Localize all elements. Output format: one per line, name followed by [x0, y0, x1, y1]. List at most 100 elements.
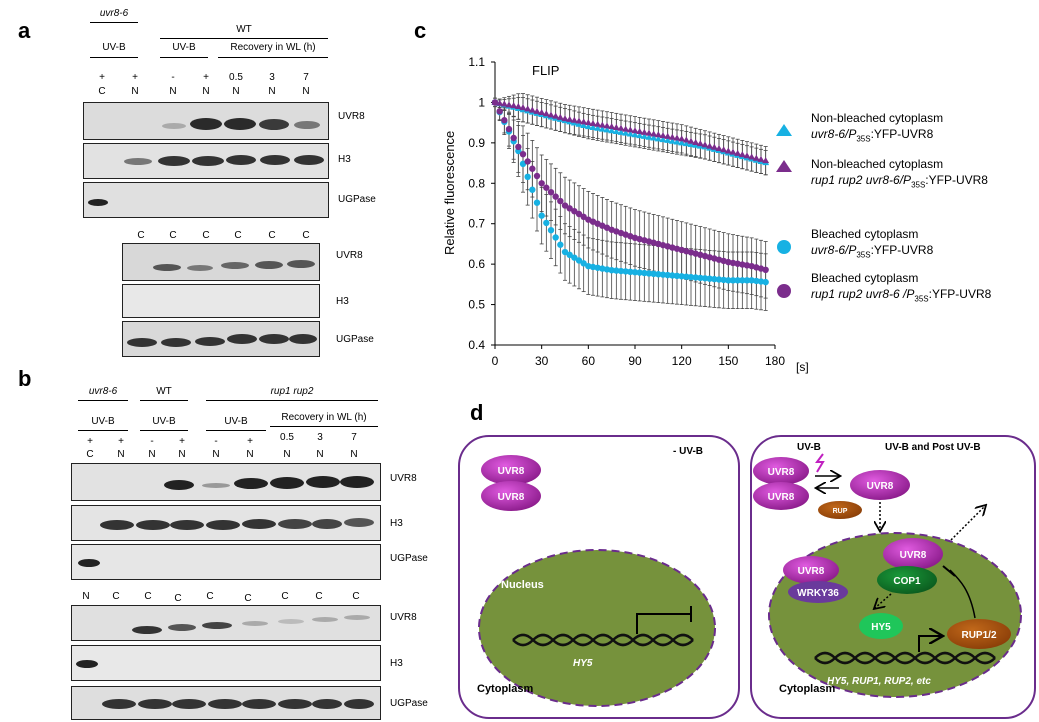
- data-point-triangle: [659, 132, 667, 139]
- legend-sub: 35S: [911, 180, 926, 190]
- western-blot: [122, 321, 320, 357]
- legend-marker-triangle: [776, 124, 792, 136]
- lane-fraction: C: [169, 230, 177, 241]
- data-point-circle: [641, 269, 648, 277]
- legend-tail: :YFP-UVR8: [928, 287, 992, 301]
- uvr8-protein: [481, 455, 541, 485]
- data-point-triangle: [738, 151, 746, 158]
- group-wt: WT: [236, 24, 252, 35]
- x-tick-label: 90: [628, 354, 642, 368]
- data-point-triangle: [678, 135, 686, 142]
- data-point-triangle: [589, 119, 597, 126]
- x-tick-label: 180: [765, 354, 785, 368]
- lane-fraction: C: [268, 230, 276, 241]
- lane-sign: +: [247, 436, 253, 447]
- data-point-circle: [664, 271, 671, 279]
- data-point-circle: [701, 275, 709, 282]
- legend-marker-circle: [777, 284, 791, 298]
- blot-label: UGPase: [338, 194, 376, 205]
- nucleus-left: [478, 549, 716, 707]
- lane-sign: 0.5: [229, 72, 243, 83]
- lane-fraction: C: [98, 86, 106, 97]
- data-point-triangle: [729, 148, 737, 155]
- uvr8-model-diagram: - UV-B UVR8 UVR8 Nucleus HY5 Cytoplasm U…: [458, 435, 1036, 719]
- western-blot: [122, 243, 320, 281]
- western-blot: [71, 505, 381, 541]
- data-point-circle: [538, 180, 545, 187]
- data-point-circle: [515, 143, 522, 151]
- data-point-circle: [566, 205, 573, 212]
- lane-sign: +: [118, 436, 124, 447]
- uvr8-protein: [753, 457, 809, 485]
- data-point-circle: [608, 267, 615, 274]
- lane-fraction: C: [352, 591, 360, 602]
- data-point-triangle: [542, 110, 550, 117]
- lane-sign: -: [150, 436, 154, 447]
- western-blot: [71, 605, 381, 641]
- lane-sign: +: [87, 436, 93, 447]
- lane-fraction: N: [131, 86, 139, 97]
- western-blot: [71, 645, 381, 681]
- data-point-circle: [659, 271, 667, 278]
- lane-fraction: C: [234, 230, 242, 241]
- condition-label: - UV-B: [673, 446, 703, 457]
- uvr8-label: UVR8: [498, 492, 525, 503]
- inhibition-bar: [942, 565, 956, 577]
- promoter-active-icon: [918, 636, 941, 652]
- data-point-triangle: [556, 113, 564, 120]
- uvb-header: UV-B: [152, 416, 176, 427]
- data-point-triangle: [589, 123, 597, 130]
- data-point-circle: [655, 271, 662, 278]
- lane-fraction: N: [283, 449, 291, 460]
- data-point-circle: [505, 125, 513, 133]
- blot-label: UVR8: [336, 250, 363, 261]
- data-point-triangle: [510, 102, 518, 109]
- data-point-circle: [678, 273, 685, 280]
- data-point-triangle: [580, 121, 588, 128]
- data-point-triangle: [720, 146, 728, 153]
- data-point-triangle: [734, 149, 742, 156]
- data-point-circle: [501, 117, 508, 124]
- data-point-triangle: [645, 133, 653, 140]
- data-point-circle: [650, 270, 657, 278]
- legend-title: Non-bleached cytoplasm: [811, 111, 944, 125]
- y-tick-label: 0.6: [468, 257, 485, 271]
- legend-genotype: uvr8-6/P: [811, 127, 857, 141]
- data-point-triangle: [617, 128, 625, 135]
- group-underline: [90, 22, 138, 23]
- cop1-label: COP1: [893, 576, 921, 587]
- data-point-triangle: [584, 119, 592, 126]
- uv-lightning-icon: [815, 453, 825, 473]
- data-point-triangle: [645, 129, 653, 136]
- data-point-triangle: [706, 142, 714, 149]
- data-point-circle: [580, 260, 587, 267]
- data-point-triangle: [743, 152, 751, 159]
- lane-fraction: N: [350, 449, 358, 460]
- data-point-circle: [673, 272, 681, 280]
- data-point-circle: [557, 197, 564, 205]
- y-tick-label: 0.7: [468, 217, 485, 231]
- data-point-triangle: [668, 133, 676, 140]
- data-point-triangle: [748, 153, 756, 160]
- lane-sign: -: [171, 72, 175, 83]
- data-point-circle: [575, 257, 583, 264]
- data-point-triangle: [524, 105, 532, 112]
- uvr8-protein: [481, 481, 541, 511]
- data-point-triangle: [710, 143, 718, 150]
- lane-fraction: N: [148, 449, 156, 460]
- lane-fraction: C: [315, 591, 323, 602]
- rup12-protein: [947, 619, 1011, 649]
- group-rup1-rup2: rup1 rup2: [270, 386, 314, 397]
- data-point-triangle: [678, 139, 686, 146]
- uvr8-label: UVR8: [768, 492, 795, 503]
- data-point-triangle: [496, 99, 504, 106]
- lane-fraction: N: [316, 449, 324, 460]
- data-point-triangle: [603, 126, 611, 133]
- data-point-triangle: [687, 140, 695, 147]
- sub-underline: [90, 57, 138, 58]
- data-point-circle: [631, 269, 639, 276]
- lane-fraction: N: [178, 449, 186, 460]
- data-point-circle: [711, 275, 718, 283]
- sub-underline: [270, 426, 378, 427]
- data-point-circle: [753, 277, 760, 285]
